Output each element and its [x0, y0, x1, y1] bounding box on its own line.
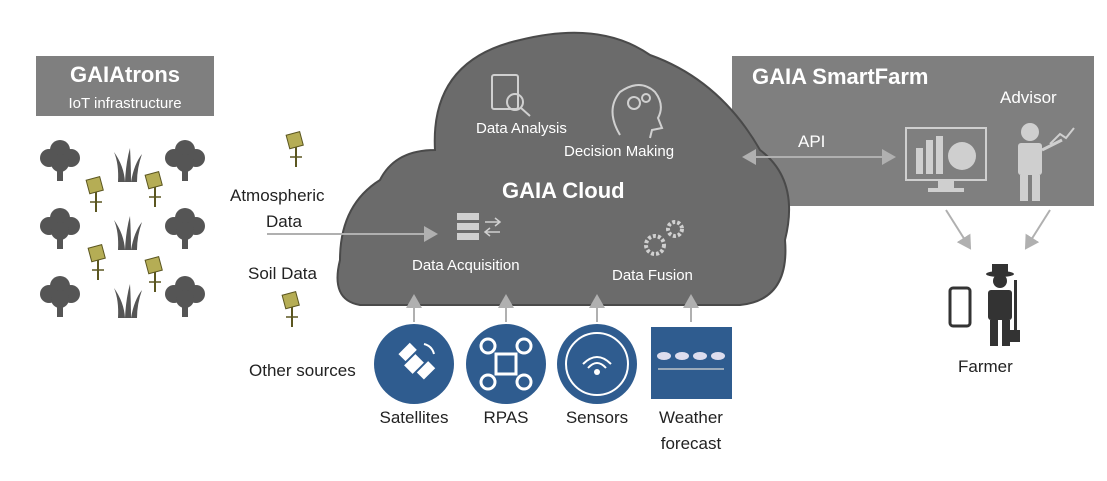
- api-label: API: [798, 132, 826, 151]
- farmer-icon: [948, 264, 1020, 346]
- data-fusion-label: Data Fusion: [612, 267, 693, 284]
- farmer-label: Farmer: [958, 357, 1013, 376]
- weather-map-icon: [651, 327, 732, 399]
- data-acquisition-icon: [457, 213, 502, 240]
- monitor-to-farmer-arrow: [945, 209, 972, 250]
- weather-label-line2: forecast: [660, 434, 722, 453]
- satellites-label: Satellites: [379, 408, 449, 427]
- advisor-icon: [1018, 123, 1075, 201]
- soil-sensor-icon: [281, 290, 301, 328]
- atmospheric-label-line2: Data: [266, 212, 302, 231]
- advisor-to-farmer-arrow: [1024, 209, 1051, 250]
- soil-data-label: Soil Data: [248, 264, 317, 283]
- drone-icon: [466, 324, 546, 404]
- data-acquisition-label: Data Acquisition: [412, 257, 520, 274]
- dashboard-monitor-icon: [905, 127, 987, 192]
- decision-making-label: Decision Making: [564, 143, 675, 160]
- atmospheric-sensor-icon: [285, 130, 305, 168]
- weather-label-line1: Weather: [659, 408, 723, 427]
- data-fusion-icon: [644, 220, 684, 256]
- data-analysis-label: Data Analysis: [476, 120, 567, 137]
- decision-making-icon: [611, 84, 664, 139]
- wifi-sensor-icon: [557, 324, 637, 404]
- gaiatrons-field: [40, 140, 205, 318]
- gaiatrons-title: GAIAtrons: [70, 62, 180, 87]
- rpas-label: RPAS: [483, 408, 529, 427]
- gaiatrons-subtitle: IoT infrastructure: [68, 95, 182, 112]
- data-analysis-icon: [491, 74, 531, 117]
- cloud-shape: [336, 31, 791, 306]
- gaiatrons-panel: [36, 56, 214, 116]
- advisor-label: Advisor: [1000, 88, 1057, 107]
- satellite-icon: [374, 324, 454, 404]
- atmospheric-label-line1: Atmospheric: [230, 186, 325, 205]
- other-sources-label: Other sources: [249, 361, 356, 380]
- gaia-cloud-title: GAIA Cloud: [502, 178, 625, 203]
- sensors-label: Sensors: [565, 408, 629, 427]
- smartfarm-title: GAIA SmartFarm: [752, 64, 929, 89]
